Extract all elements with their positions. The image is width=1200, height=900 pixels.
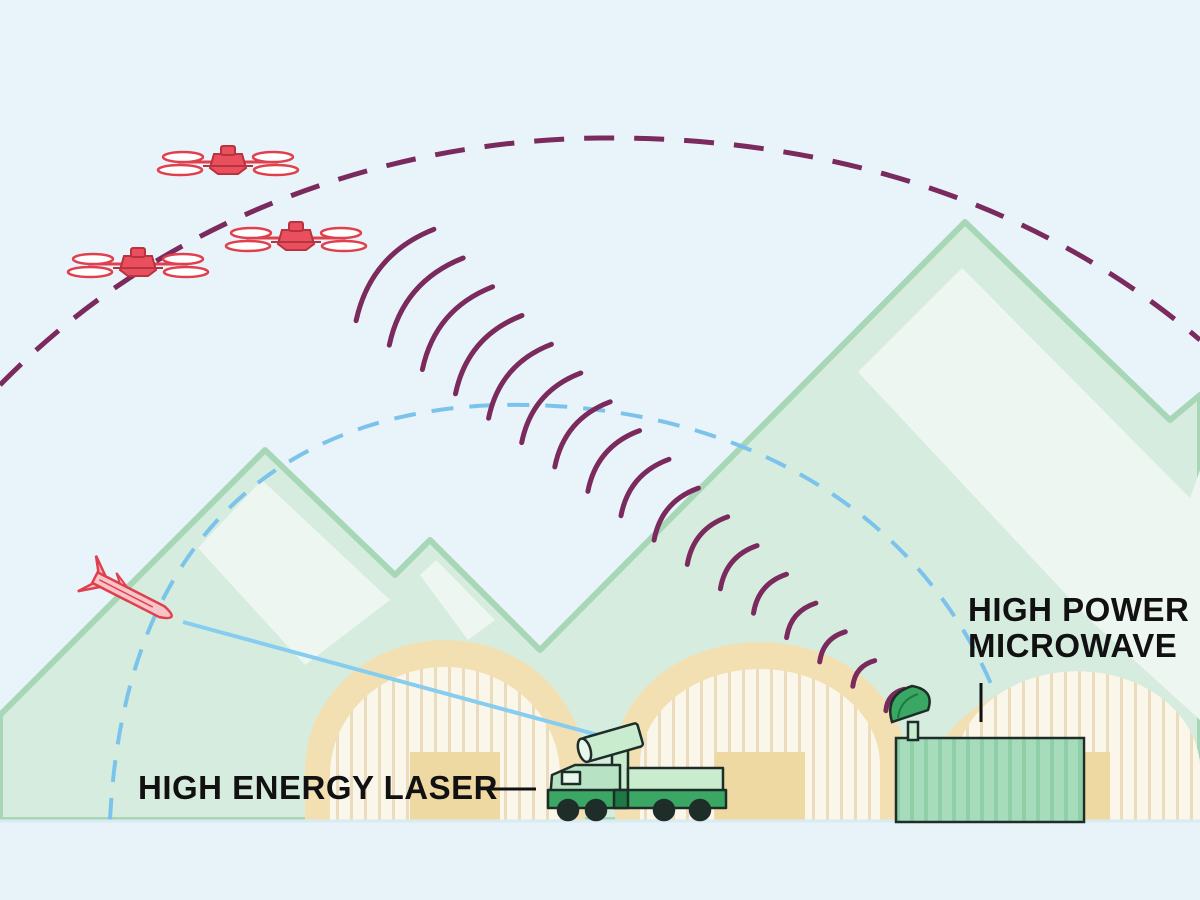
- high-energy-laser-label: HIGH ENERGY LASER: [138, 769, 498, 806]
- high-power-microwave-line1: HIGH POWER: [968, 591, 1190, 628]
- laser-truck-icon: [546, 722, 728, 822]
- hangar-icon: [305, 640, 1200, 822]
- microwave-wave-arc: [651, 485, 701, 543]
- microwave-wave-arc: [850, 658, 878, 689]
- microwave-wave-arc: [585, 428, 643, 494]
- high-power-microwave-line2: MICROWAVE: [968, 627, 1178, 665]
- microwave-wave-arc: [618, 456, 672, 519]
- microwave-wave-arc: [684, 514, 731, 567]
- microwave-wave-arc: [386, 255, 466, 348]
- microwave-wave-arc: [717, 543, 760, 592]
- microwave-wave-arc: [353, 226, 437, 324]
- missile-icon: [77, 555, 173, 620]
- microwave-wave-arc: [784, 600, 819, 641]
- microwave-wave-arc: [751, 571, 789, 616]
- microwave-wave-arc: [419, 284, 496, 372]
- mountain-icon: [0, 219, 1200, 823]
- microwave-wave-arc: [453, 313, 525, 397]
- laser-beam: [182, 620, 599, 737]
- microwave-container-icon: [889, 684, 1086, 824]
- microwave-wave-arc: [817, 629, 848, 665]
- ground: [0, 820, 1200, 900]
- microwave-waves: [353, 226, 907, 714]
- microwave-wave-arc: [486, 341, 554, 421]
- microwave-wave-arc: [519, 370, 584, 446]
- high-power-microwave-label: HIGH POWER MICROWAVE: [968, 591, 1190, 665]
- microwave-wave-arc: [552, 399, 613, 470]
- laser-range-arc: [108, 402, 1007, 821]
- microwave-range-arc: [0, 135, 1200, 387]
